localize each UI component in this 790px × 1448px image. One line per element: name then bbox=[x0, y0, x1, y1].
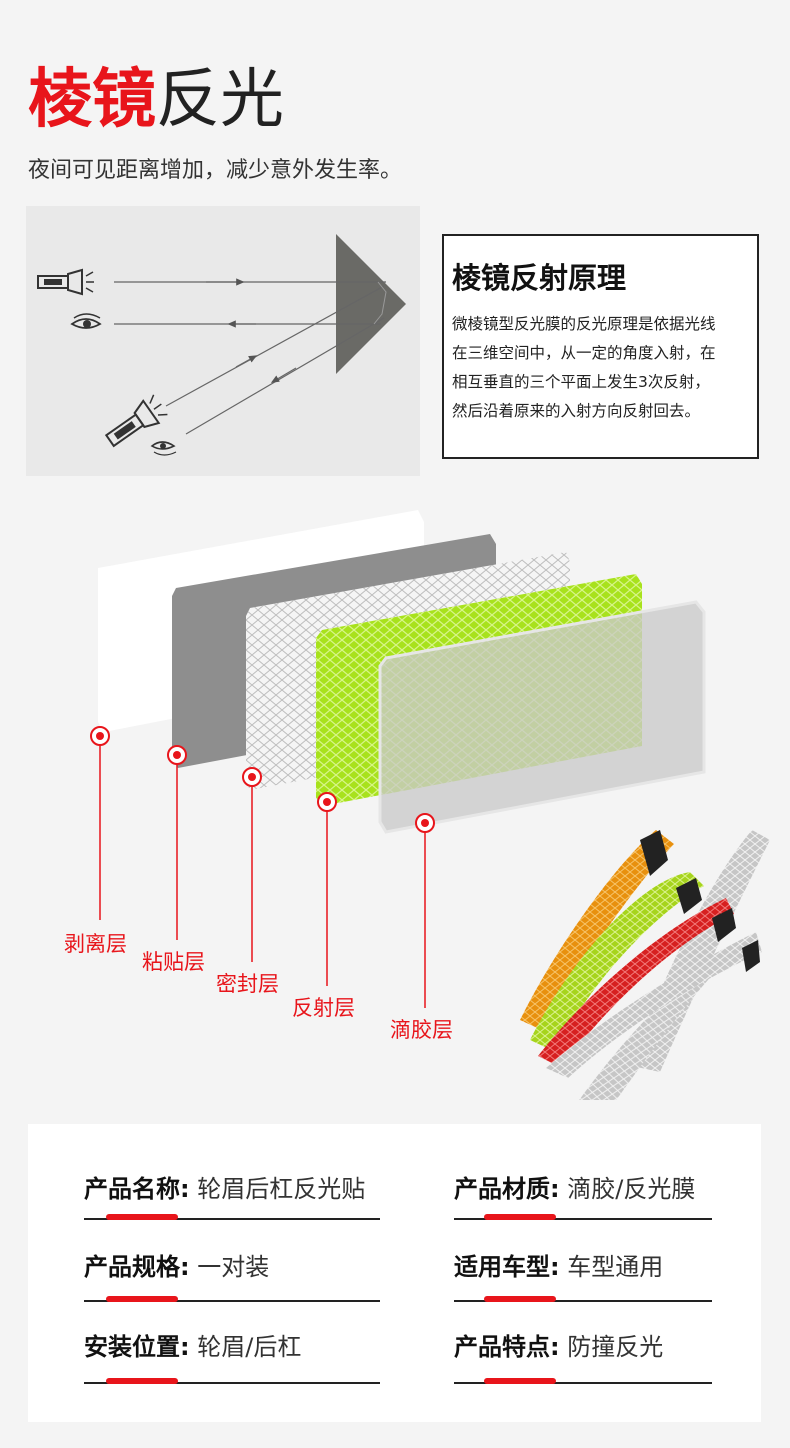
layer-structure-diagram: 剥离层 粘贴层 密封层 反射层 滴胶层 bbox=[0, 500, 790, 1100]
layer-illustration bbox=[90, 510, 770, 1100]
spec-key: 适用车型: bbox=[454, 1253, 560, 1281]
epoxy-layer-sheet bbox=[380, 602, 704, 832]
spec-value: 一对装 bbox=[197, 1253, 270, 1281]
divider bbox=[84, 1382, 380, 1384]
page-title: 棱镜反光 bbox=[28, 60, 284, 140]
spec-key: 产品材质: bbox=[454, 1175, 560, 1203]
label-sealing-layer: 密封层 bbox=[216, 972, 279, 996]
spec-value: 防撞反光 bbox=[567, 1333, 664, 1361]
spec-material: 产品材质: 滴胶/反光膜 bbox=[454, 1174, 695, 1204]
marker-peel bbox=[90, 726, 110, 920]
divider bbox=[84, 1218, 380, 1220]
principle-line: 微棱镜型反光膜的反光原理是依据光线 bbox=[452, 315, 716, 333]
divider-accent bbox=[484, 1214, 556, 1220]
divider bbox=[454, 1382, 712, 1384]
eye-icon bbox=[70, 313, 102, 329]
product-spec-card: 产品名称: 轮眉后杠反光贴 产品材质: 滴胶/反光膜 产品规格: 一对装 适用车… bbox=[28, 1124, 761, 1422]
divider-accent bbox=[484, 1378, 556, 1384]
principle-text: 微棱镜型反光膜的反光原理是依据光线 在三维空间中，从一定的角度入射，在 相互垂直… bbox=[452, 310, 758, 426]
label-reflective-layer: 反射层 bbox=[292, 996, 355, 1020]
spec-key: 安装位置: bbox=[84, 1333, 190, 1361]
spec-value: 车型通用 bbox=[567, 1253, 664, 1281]
principle-line: 在三维空间中，从一定的角度入射，在 bbox=[452, 344, 716, 362]
prism-shape bbox=[336, 234, 406, 374]
marker-epoxy bbox=[415, 813, 435, 1008]
prism-diagram bbox=[26, 206, 420, 476]
spec-value: 滴胶/反光膜 bbox=[567, 1175, 696, 1203]
label-epoxy-layer: 滴胶层 bbox=[390, 1018, 453, 1042]
marker-adhesive bbox=[167, 745, 187, 940]
eye-small-icon bbox=[150, 441, 177, 456]
spec-value: 轮眉后杠反光贴 bbox=[197, 1175, 366, 1203]
principle-title: 棱镜反射原理 bbox=[452, 261, 627, 295]
spec-value: 轮眉/后杠 bbox=[197, 1333, 302, 1361]
divider-accent bbox=[106, 1214, 178, 1220]
label-adhesive-layer: 粘贴层 bbox=[142, 950, 205, 974]
prism-reflection-illustration bbox=[37, 234, 406, 456]
divider bbox=[454, 1218, 712, 1220]
spec-size: 产品规格: 一对装 bbox=[84, 1252, 269, 1282]
principle-explanation-box: 棱镜反射原理 微棱镜型反光膜的反光原理是依据光线 在三维空间中，从一定的角度入射… bbox=[442, 234, 759, 459]
principle-line: 然后沿着原来的入射方向反射回去。 bbox=[452, 402, 701, 420]
spec-key: 产品规格: bbox=[84, 1253, 190, 1281]
divider bbox=[454, 1300, 712, 1302]
flashlight-diagonal-icon bbox=[104, 394, 168, 448]
spec-product-name: 产品名称: 轮眉后杠反光贴 bbox=[84, 1174, 365, 1204]
spec-install-position: 安装位置: 轮眉/后杠 bbox=[84, 1332, 301, 1362]
divider-accent bbox=[484, 1296, 556, 1302]
title-rest: 反光 bbox=[156, 63, 284, 137]
flashlight-icon bbox=[37, 268, 94, 296]
divider bbox=[84, 1300, 380, 1302]
spec-feature: 产品特点: 防撞反光 bbox=[454, 1332, 663, 1362]
spec-vehicle: 适用车型: 车型通用 bbox=[454, 1252, 663, 1282]
title-highlight: 棱镜 bbox=[28, 63, 156, 137]
product-strips-image bbox=[520, 830, 770, 1100]
spec-key: 产品名称: bbox=[84, 1175, 190, 1203]
divider-accent bbox=[106, 1296, 178, 1302]
subtitle: 夜间可见距离增加，减少意外发生率。 bbox=[28, 158, 403, 183]
marker-sealing bbox=[242, 767, 262, 962]
principle-line: 相互垂直的三个平面上发生3次反射， bbox=[452, 373, 710, 391]
spec-key: 产品特点: bbox=[454, 1333, 560, 1361]
label-peel-layer: 剥离层 bbox=[64, 932, 127, 956]
marker-reflective bbox=[317, 792, 337, 986]
divider-accent bbox=[106, 1378, 178, 1384]
